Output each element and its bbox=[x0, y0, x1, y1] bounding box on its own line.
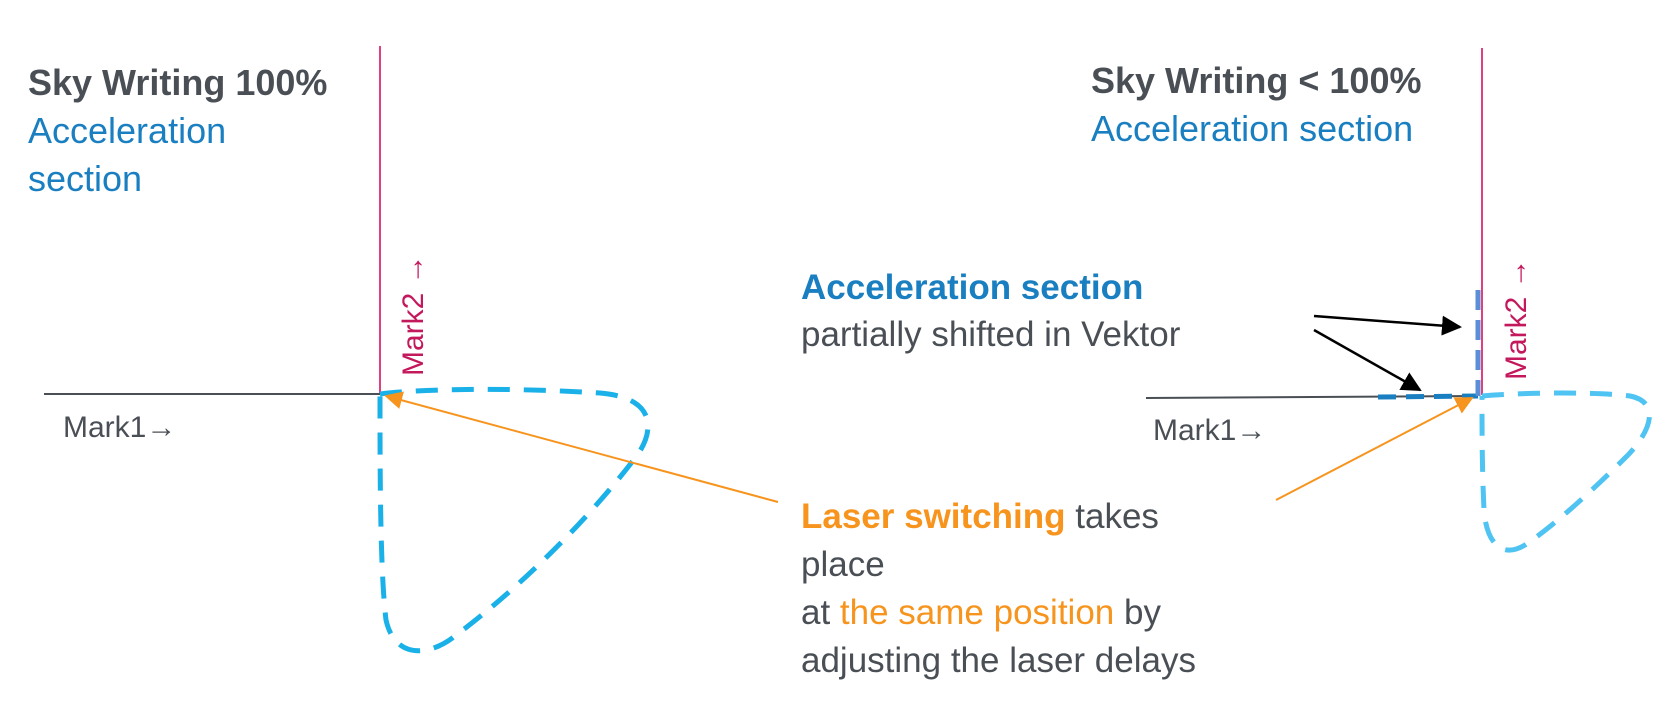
right-mark2-label: Mark2 → bbox=[1500, 258, 1533, 380]
same-position-highlight: the same position bbox=[839, 593, 1115, 632]
right-laser-pointer-line bbox=[1275, 397, 1474, 501]
laser-switching-highlight: Laser switching bbox=[801, 497, 1066, 536]
right-mark1-label: Mark1→ bbox=[1153, 414, 1267, 447]
laser-note-line4: adjusting the laser delays bbox=[801, 641, 1196, 680]
left-subtitle-line1: Acceleration bbox=[28, 110, 227, 151]
accel-arrow-to-vertical bbox=[1313, 314, 1462, 336]
accel-note-text: partially shifted in Vektor bbox=[801, 315, 1181, 354]
right-title: Sky Writing < 100% bbox=[1091, 60, 1422, 101]
laser-note-line3-prefix: at bbox=[801, 593, 840, 632]
right-mark1-horizontal-line bbox=[1145, 395, 1479, 399]
left-laser-pointer-line bbox=[384, 391, 779, 503]
left-mark1-label: Mark1→ bbox=[63, 411, 177, 444]
left-title: Sky Writing 100% bbox=[28, 62, 328, 103]
laser-note-line1-rest: takes bbox=[1065, 497, 1159, 536]
laser-note-line3-suffix: by bbox=[1114, 593, 1161, 632]
laser-note-line2: place bbox=[801, 545, 885, 584]
laser-note-line3: at the same position by bbox=[801, 589, 1161, 637]
laser-note-line1: Laser switching takes bbox=[801, 493, 1159, 541]
accel-note-title: Acceleration section bbox=[801, 268, 1144, 307]
right-skywriting-loop-path bbox=[1479, 390, 1652, 553]
left-mark2-label: Mark2 → bbox=[397, 254, 430, 376]
left-subtitle-line2: section bbox=[28, 158, 143, 199]
left-skywriting-loop-path bbox=[377, 386, 651, 654]
accel-arrow-to-horizontal bbox=[1313, 328, 1422, 392]
right-shifted-horizontal-segment bbox=[1377, 393, 1479, 400]
right-subtitle: Acceleration section bbox=[1091, 108, 1414, 149]
